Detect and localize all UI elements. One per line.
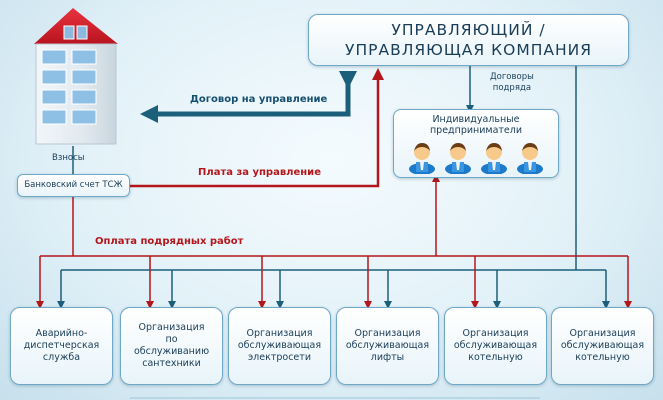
entrepreneurs-line-1: Индивидуальные (432, 114, 520, 125)
apartment-building-icon (34, 8, 118, 145)
businessman-icon (481, 143, 507, 174)
org-boiler-2: Организация обслуживающая котельную (551, 307, 654, 385)
management-contract-arrow (140, 71, 357, 123)
businessman-icon (445, 143, 471, 174)
management-contract-label: Договор на управление (190, 94, 328, 105)
bank-account-box: Банковский счет ТСЖ (17, 174, 130, 197)
businessman-icon (517, 143, 543, 174)
entrepreneurs-line-2: предприниматели (429, 125, 523, 136)
entrepreneurs-group (408, 140, 544, 174)
management-fee-label: Плата за управление (198, 167, 321, 178)
org-boiler-1: Организация обслуживающая котельную (444, 307, 547, 385)
contract-payment-label: Оплата подрядных работ (95, 236, 244, 247)
management-company-box: УПРАВЛЯЮЩИЙ / УПРАВЛЯЮЩАЯ КОМПАНИЯ (308, 14, 629, 66)
org-emergency-dispatch: Аварийно- диспетчерская служба (10, 307, 113, 385)
businessman-icon (409, 143, 435, 174)
company-line-1: УПРАВЛЯЮЩИЙ / (391, 21, 546, 39)
management-fee-arrow (130, 68, 384, 188)
org-electric: Организация обслуживающая электросети (228, 307, 331, 385)
contributions-label: Взносы (52, 153, 85, 163)
contracts-label: Договоры подряда (490, 72, 534, 93)
org-plumbing: Организация по обслуживанию сантехники (120, 307, 223, 385)
company-line-2: УПРАВЛЯЮЩАЯ КОМПАНИЯ (345, 41, 592, 59)
org-elevators: Организация обслуживающая лифты (336, 307, 439, 385)
